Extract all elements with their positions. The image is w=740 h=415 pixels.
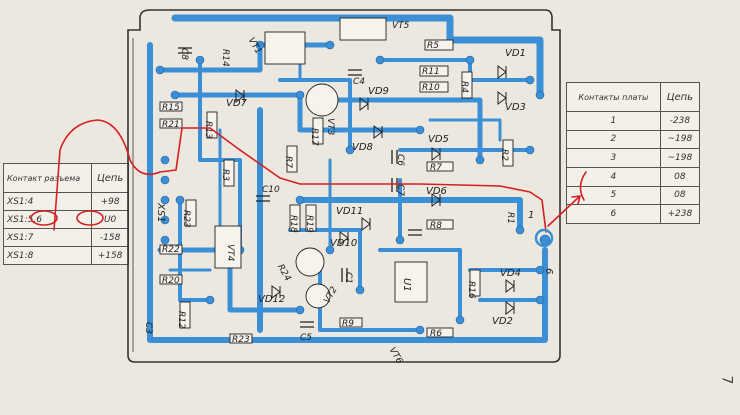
pads (155, 40, 551, 335)
label-vt5: VT5 (392, 21, 410, 31)
label-r3: R3 (220, 169, 230, 181)
label-xs1: XS1 (155, 202, 166, 223)
connector-table-cell: +158 (91, 246, 129, 265)
label-r17: R17 (309, 128, 319, 146)
label-vd4: VD4 (500, 268, 521, 279)
label-r19: R19 (304, 215, 314, 233)
label-vd10: VD10 (330, 238, 357, 249)
label-vd11: VD11 (336, 206, 363, 217)
label-r4: R4 (459, 81, 469, 93)
page-number: 7 (718, 375, 735, 385)
label-r7a: R7 (283, 156, 293, 168)
capacitor-symbols (178, 47, 422, 328)
board-table-cell: +238 (659, 204, 701, 224)
red-circle-xs1-5 (30, 210, 58, 226)
label-r8: R8 (430, 221, 442, 231)
label-r23b: R23 (232, 335, 250, 345)
red-bracket-4-5 (579, 171, 587, 201)
label-c10: C10 (262, 185, 280, 195)
board-table-cell: 08 (659, 166, 701, 187)
board-table-cell: 2 (566, 129, 661, 150)
label-r2: R2 (499, 149, 509, 161)
label-vd12: VD12 (258, 294, 285, 305)
label-c7: C7 (395, 184, 405, 196)
board-table-cell: ~198 (659, 129, 701, 150)
label-c4: C4 (353, 77, 365, 87)
label-vd7: VD7 (226, 98, 248, 109)
label-vt4: VT4 (225, 244, 235, 262)
label-vd8: VD8 (352, 142, 373, 153)
label-r18: R18 (288, 215, 298, 233)
blue-highlight-pad (534, 228, 554, 248)
copper-traces (147, 14, 548, 343)
label-c1: C1 (343, 272, 353, 284)
label-r16: R16 (466, 281, 476, 299)
label-c8: C8 (179, 48, 189, 60)
edge-pad-1: 1 (528, 210, 534, 221)
connector-table-header-contact: Контакт разъема (2, 163, 93, 193)
red-annotations (30, 119, 587, 233)
label-vd2: VD2 (492, 316, 513, 327)
board-table-header-circuit: Цепь (659, 82, 701, 112)
board-table-cell: 6 (566, 204, 661, 224)
board-outline (127, 9, 561, 363)
board-table-header-contact: Контакты платы (566, 82, 661, 112)
label-c5: C5 (300, 333, 312, 343)
label-r22: R22 (162, 245, 180, 255)
red-trace-path (53, 119, 547, 233)
board-table-cell: 4 (566, 166, 661, 187)
label-c3: C3 (143, 322, 153, 334)
red-arrow (547, 195, 581, 227)
board-table-cell: ~198 (659, 148, 701, 168)
label-r5: R5 (427, 41, 439, 51)
label-r20: R20 (162, 276, 180, 286)
label-vd1: VD1 (505, 48, 526, 59)
label-r21: R21 (162, 120, 180, 130)
label-r24: R24 (275, 263, 293, 284)
label-vd9: VD9 (368, 86, 389, 97)
label-r12: R12 (176, 311, 186, 329)
label-vd6: VD6 (426, 186, 447, 197)
label-r15: R15 (162, 103, 180, 113)
label-r7b: R7 (430, 163, 442, 173)
label-vt6: VT6 (387, 346, 404, 366)
label-vd5: VD5 (428, 134, 449, 145)
diode-symbols (235, 65, 515, 315)
connector-table-cell: XS1:8 (2, 246, 93, 265)
label-r9: R9 (342, 319, 354, 329)
label-u1: U1 (401, 278, 412, 292)
label-vt3: VT3 (325, 118, 335, 136)
board-table-cell: -238 (659, 111, 701, 131)
label-r1: R1 (505, 212, 515, 224)
label-r13: R13 (203, 121, 213, 139)
label-vd3: VD3 (505, 102, 526, 113)
red-circle-u0 (76, 210, 104, 226)
label-r14: R14 (220, 49, 230, 67)
edge-pad-numbers: 1 6 (528, 210, 554, 274)
label-r6: R6 (430, 329, 442, 339)
label-c6: C6 (395, 154, 405, 166)
label-r11: R11 (422, 67, 440, 77)
edge-pad-6: 6 (543, 268, 554, 274)
label-r23: R23 (181, 210, 191, 228)
component-outlines (159, 17, 514, 344)
label-r10: R10 (422, 83, 440, 93)
